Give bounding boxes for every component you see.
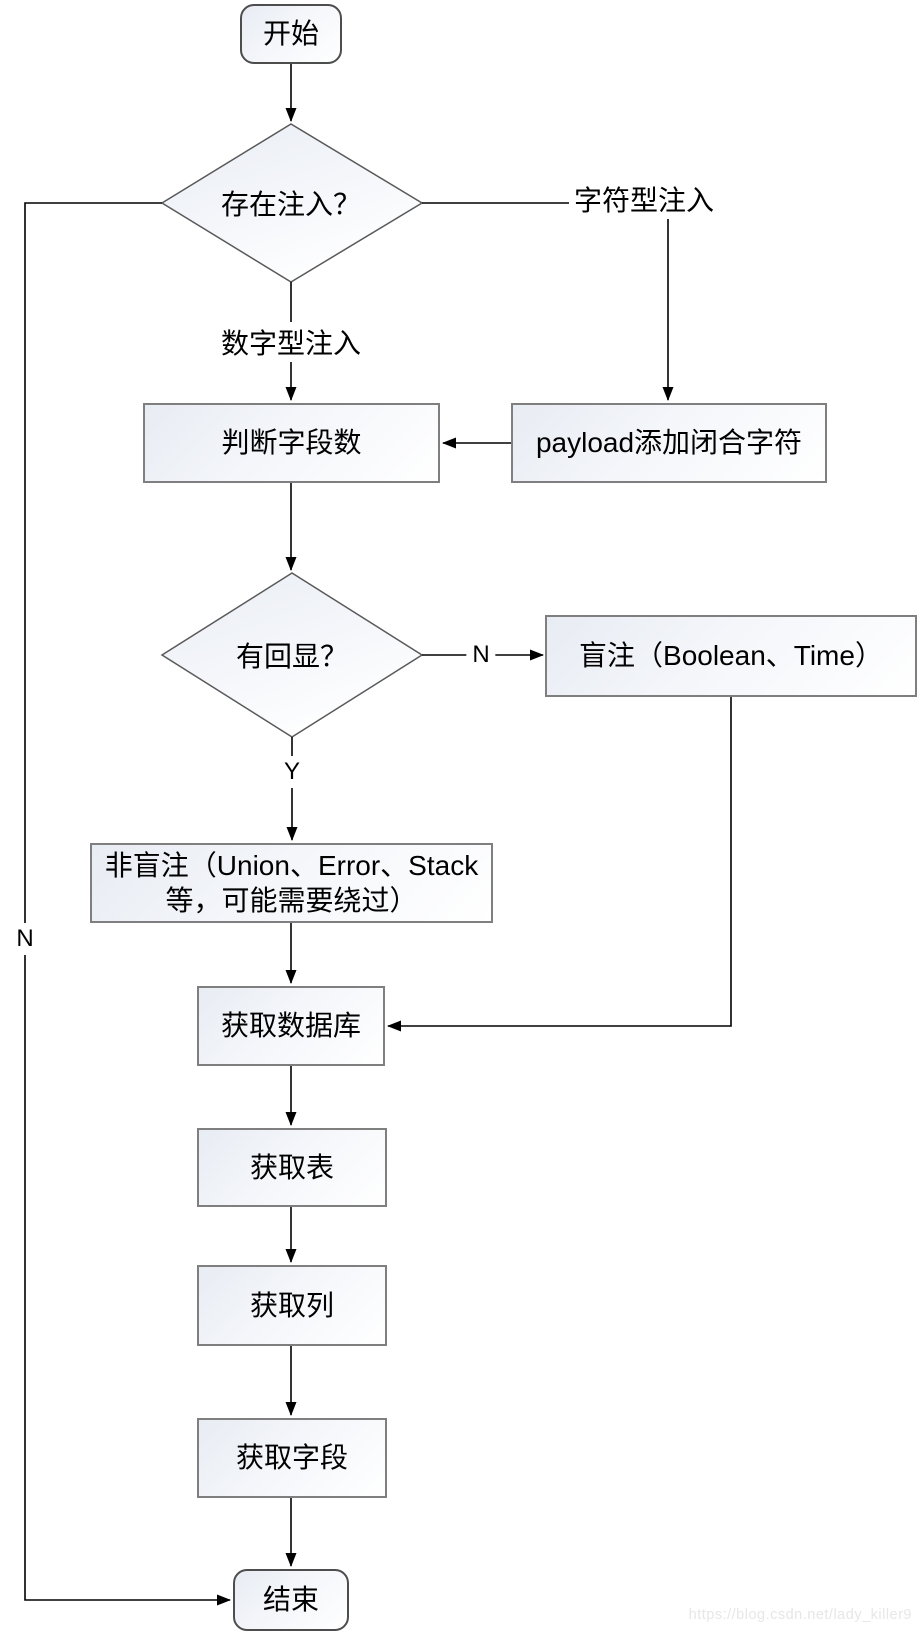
get-columns-label: 获取列 xyxy=(249,1289,334,1321)
count-fields-label: 判断字段数 xyxy=(221,427,362,458)
get-tables-label: 获取表 xyxy=(249,1151,334,1183)
get-fields-label: 获取字段 xyxy=(235,1442,348,1473)
edge-label-numeric-type-injection: 数字型注入 xyxy=(215,322,367,362)
decision-injection-exists-label: 存在注入？ xyxy=(220,189,362,220)
edge-injection-no-to-end xyxy=(24,202,231,1606)
blind-injection-node: 盲注（Boolean、Time） xyxy=(545,615,917,697)
start-node: 开始 xyxy=(240,4,342,64)
get-tables-node: 获取表 xyxy=(197,1128,387,1207)
start-node-label: 开始 xyxy=(262,18,319,49)
edge-label-char-type-injection: 字符型注入 xyxy=(568,179,720,219)
end-node-label: 结束 xyxy=(262,1584,319,1615)
watermark-text: https://blog.csdn.net/lady_killer9 xyxy=(688,1607,912,1623)
get-database-label: 获取数据库 xyxy=(220,1010,361,1041)
non-blind-injection-node: 非盲注（Union、Error、Stack 等，可能需要绕过） xyxy=(90,843,493,923)
non-blind-injection-label: 非盲注（Union、Error、Stack 等，可能需要绕过） xyxy=(104,850,479,916)
end-node: 结束 xyxy=(233,1569,349,1631)
get-columns-node: 获取列 xyxy=(197,1265,387,1346)
count-fields-node: 判断字段数 xyxy=(143,403,440,483)
decision-has-echo-label: 有回显？ xyxy=(235,641,349,672)
blind-injection-label: 盲注（Boolean、Time） xyxy=(579,640,883,671)
edge-label-injection-no: N xyxy=(10,923,40,955)
payload-close-chars-node: payload添加闭合字符 xyxy=(511,403,827,483)
edge-label-echo-yes: Y xyxy=(277,756,307,788)
payload-close-chars-label: payload添加闭合字符 xyxy=(535,427,803,458)
edge-blind-to-get-database xyxy=(387,697,732,1032)
get-fields-node: 获取字段 xyxy=(197,1418,387,1498)
get-database-node: 获取数据库 xyxy=(197,986,385,1066)
edge-label-echo-no: N xyxy=(466,639,496,671)
